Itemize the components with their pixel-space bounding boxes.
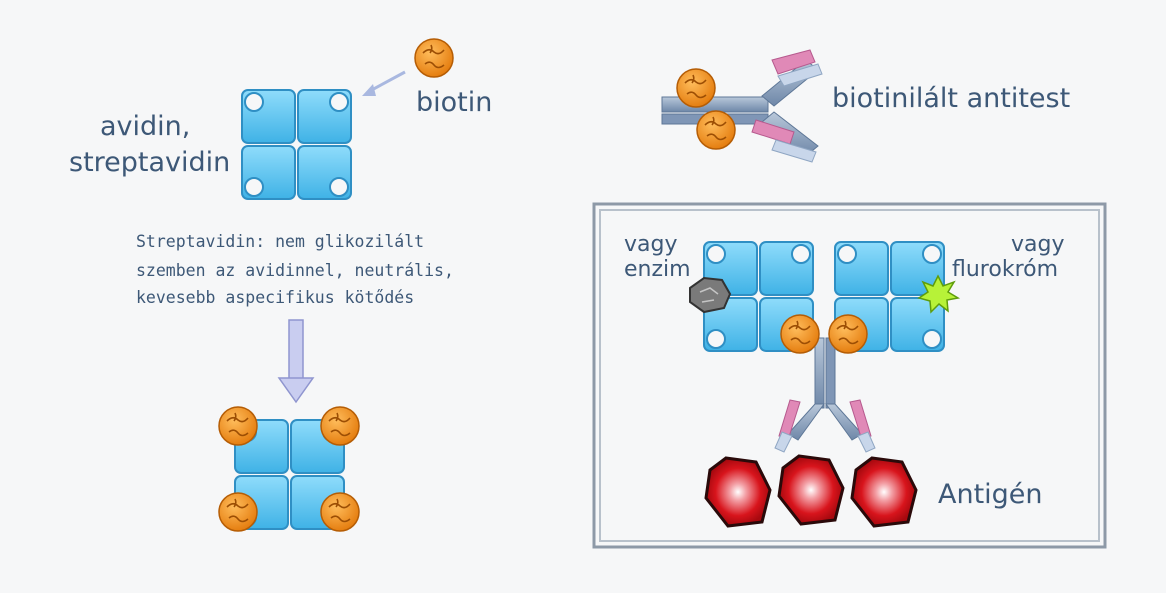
note-line-1: Streptavidin: nem glikozilált <box>136 232 425 251</box>
label-enzyme: enzim <box>624 257 691 282</box>
avidin-biotin-complex <box>218 406 360 532</box>
label-avidin: avidin, <box>100 111 191 142</box>
avidin-tetramer-top <box>241 89 352 200</box>
antigen-hexagon-icon <box>777 454 845 526</box>
label-or-2: vagy <box>1011 232 1065 257</box>
biotinylated-antibody-icon <box>661 49 823 163</box>
down-arrow-icon <box>277 319 315 404</box>
assay-frame <box>592 202 1107 549</box>
label-streptavidin: streptavidin <box>69 147 231 178</box>
label-biotin: biotin <box>416 87 493 118</box>
detection-antibody-icon <box>774 314 876 453</box>
label-biotinylated-antibody: biotinilált antitest <box>832 83 1071 114</box>
note-line-3: kevesebb aspecifikus kötődés <box>136 288 415 307</box>
label-antigen: Antigén <box>938 479 1043 510</box>
label-or-1: vagy <box>624 232 678 257</box>
antigen-hexagon-icon <box>704 456 772 528</box>
antigen-hexagon-icon <box>850 456 918 528</box>
enzyme-rock-icon <box>689 276 732 314</box>
biotin-ball-icon <box>414 38 454 78</box>
fluorochrome-star-icon <box>917 274 961 314</box>
note-line-2: szemben az avidinnel, neutrális, <box>136 261 454 280</box>
binding-arrow <box>362 70 406 96</box>
label-fluorochrome: flurokróm <box>952 257 1059 282</box>
